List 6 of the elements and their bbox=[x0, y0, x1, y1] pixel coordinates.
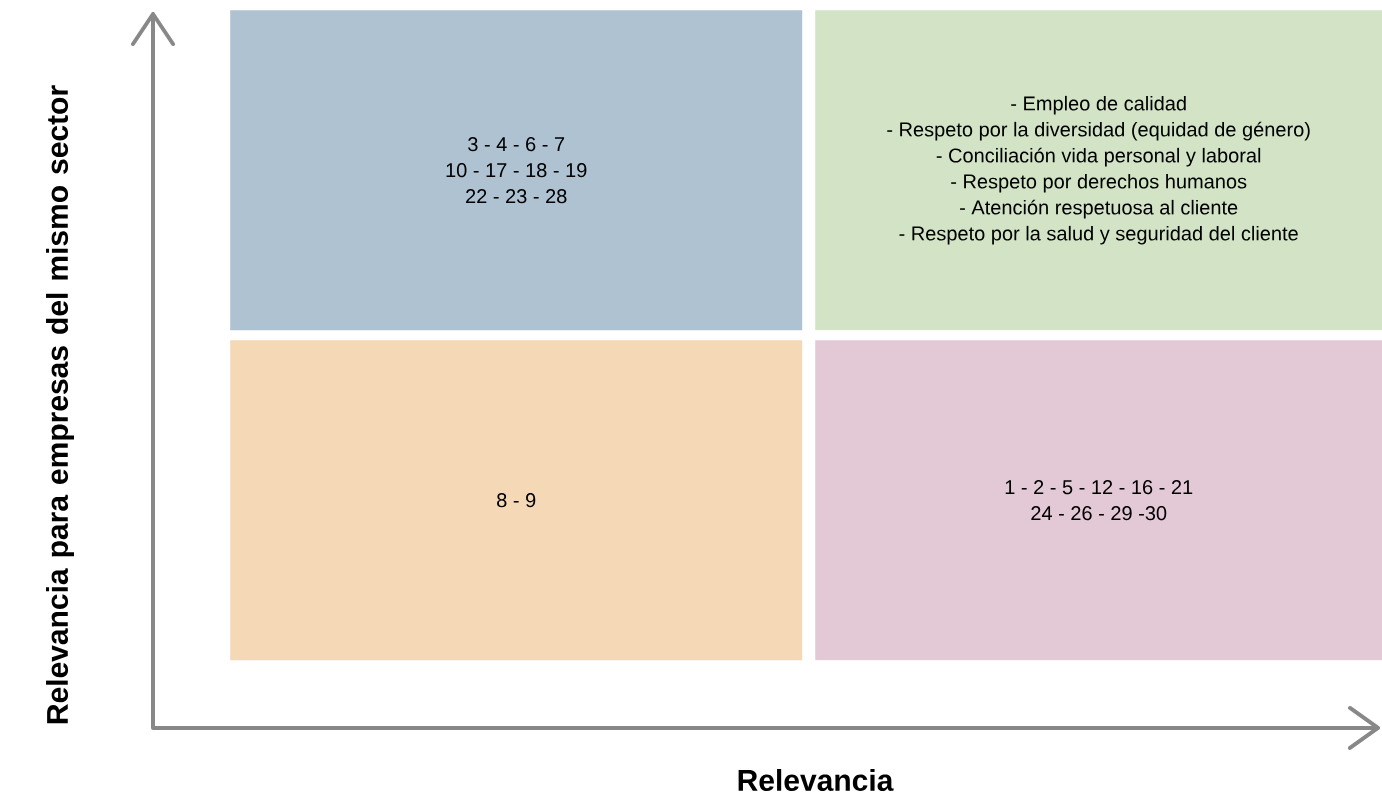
axis-title: Relevancia para empresas del mismo sector bbox=[46, 85, 74, 724]
quadrant-box: 1 - 2 - 5 - 12 - 16 - 21 24 - 26 - 29 -30 bbox=[815, 340, 1382, 661]
quadrant-box: 3 - 4 - 6 - 7 10 - 17 - 18 - 19 22 - 23 - 28 bbox=[230, 10, 803, 331]
quadrant-box: 8 - 9 bbox=[230, 340, 803, 661]
quadrant-box: - Empleo de calidad - Respeto por la diversidad (equidad de género) - Conciliación vida personal y laboral - Respeto por derechos humanos - Atención respetuosa al cliente - Respeto por la salud y seguridad del cliente bbox=[815, 10, 1382, 331]
axis-title: Relevancia bbox=[738, 769, 894, 791]
